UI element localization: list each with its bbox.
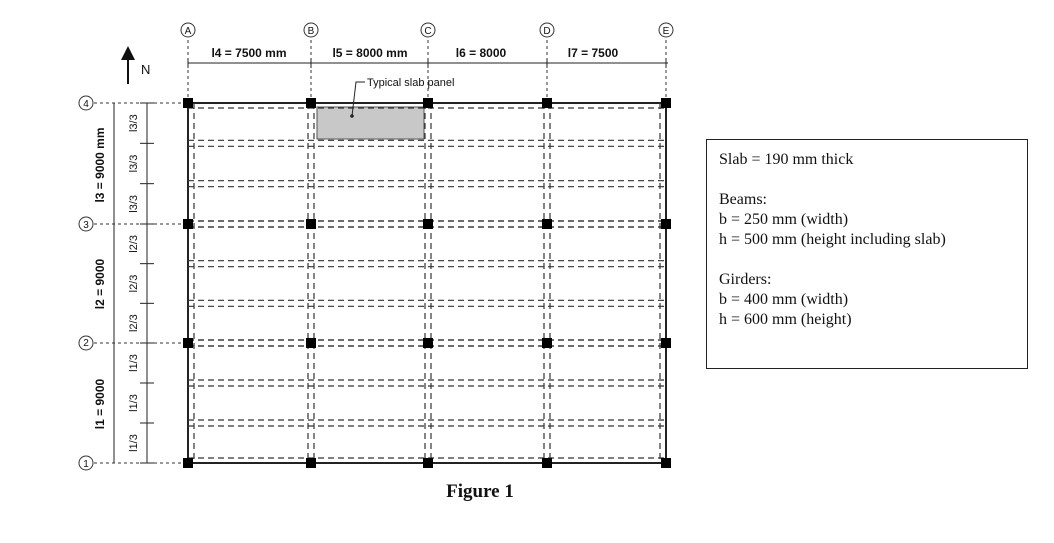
column-square xyxy=(306,458,316,468)
grid-bubble xyxy=(658,22,674,38)
north-label: N xyxy=(141,62,150,77)
column-square xyxy=(661,98,671,108)
spec-beams-title: Beams: xyxy=(719,191,767,208)
callout-leader xyxy=(350,81,365,118)
figure-caption: Figure 1 xyxy=(446,481,514,502)
column-square xyxy=(306,219,316,229)
column-square xyxy=(423,458,433,468)
grid-bubble xyxy=(78,95,94,111)
grid-bubbles xyxy=(78,22,674,471)
grid-label-A: A xyxy=(185,26,192,37)
grid-label-3: 3 xyxy=(83,220,89,231)
column-square xyxy=(661,219,671,229)
grid-bubble xyxy=(539,22,555,38)
column-square xyxy=(183,458,193,468)
north-arrow-icon xyxy=(121,46,135,84)
column-square xyxy=(542,338,552,348)
column-square xyxy=(183,98,193,108)
left-dimension-lines xyxy=(113,103,148,463)
span-l3: l3 = 9000 mm xyxy=(93,127,107,202)
callout-typical-slab-panel: Typical slab panel xyxy=(367,77,454,89)
beam-layer xyxy=(188,103,666,463)
sub-span-label: l1/3 xyxy=(128,394,140,412)
grid-label-1: 1 xyxy=(83,459,89,470)
grid-bubble xyxy=(303,22,319,38)
sub-span-label: l3/3 xyxy=(128,114,140,132)
sub-span-label: l3/3 xyxy=(128,195,140,213)
column-square xyxy=(661,338,671,348)
grid-label-2: 2 xyxy=(83,338,89,349)
column-square xyxy=(542,458,552,468)
grid-bubble xyxy=(78,216,94,232)
sub-span-label: l1/3 xyxy=(128,354,140,372)
column-square xyxy=(423,98,433,108)
column-square xyxy=(542,219,552,229)
span-l6: l6 = 8000 xyxy=(456,46,507,60)
floor-plan-diagram: N l4 = 7500 mm l5 = 8000 mm l6 = 8000 l7… xyxy=(78,22,674,471)
grid-bubble xyxy=(180,22,196,38)
column-square xyxy=(183,338,193,348)
grid-bubble xyxy=(78,335,94,351)
column-square xyxy=(542,98,552,108)
spec-girders-b: b = 400 mm (width) xyxy=(719,291,849,308)
column-square xyxy=(661,458,671,468)
sub-span-labels: l3/3 l3/3 l3/3 l2/3 l2/3 l2/3 l1/3 l1/3 l1/3 xyxy=(128,114,140,452)
span-l5: l5 = 8000 mm xyxy=(332,46,407,60)
spec-girders-h: h = 600 mm (height) xyxy=(719,311,852,328)
grid-layer xyxy=(94,40,667,464)
grid-label-4: 4 xyxy=(83,99,89,110)
column-layer xyxy=(183,98,671,468)
sub-span-label: l2/3 xyxy=(128,275,140,293)
grid-bubble xyxy=(420,22,436,38)
grid-bubble xyxy=(78,455,94,471)
sub-span-label: l2/3 xyxy=(128,235,140,253)
column-square xyxy=(423,338,433,348)
sub-span-label: l1/3 xyxy=(128,434,140,452)
spec-beams-h: h = 500 mm (height including slab) xyxy=(719,231,946,248)
column-square xyxy=(306,338,316,348)
span-l7: l7 = 7500 xyxy=(568,46,619,60)
typical-slab-panel xyxy=(316,106,425,140)
span-l1: l1 = 9000 xyxy=(93,378,107,429)
grid-label-B: B xyxy=(308,26,315,37)
column-square xyxy=(306,98,316,108)
grid-label-E: E xyxy=(663,26,670,37)
column-square xyxy=(423,219,433,229)
grid-label-C: C xyxy=(424,26,431,37)
spec-girders-title: Girders: xyxy=(719,271,772,288)
sub-span-label: l3/3 xyxy=(128,155,140,173)
span-l4: l4 = 7500 mm xyxy=(211,46,286,60)
span-l2: l2 = 9000 xyxy=(93,258,107,309)
specifications-box: Slab = 190 mm thick Beams: b = 250 mm (w… xyxy=(706,139,1028,369)
outer-frame xyxy=(187,102,667,464)
grid-label-D: D xyxy=(543,26,550,37)
column-square xyxy=(183,219,193,229)
sub-span-label: l2/3 xyxy=(128,314,140,332)
spec-slab: Slab = 190 mm thick xyxy=(719,151,854,168)
spec-beams-b: b = 250 mm (width) xyxy=(719,211,849,228)
